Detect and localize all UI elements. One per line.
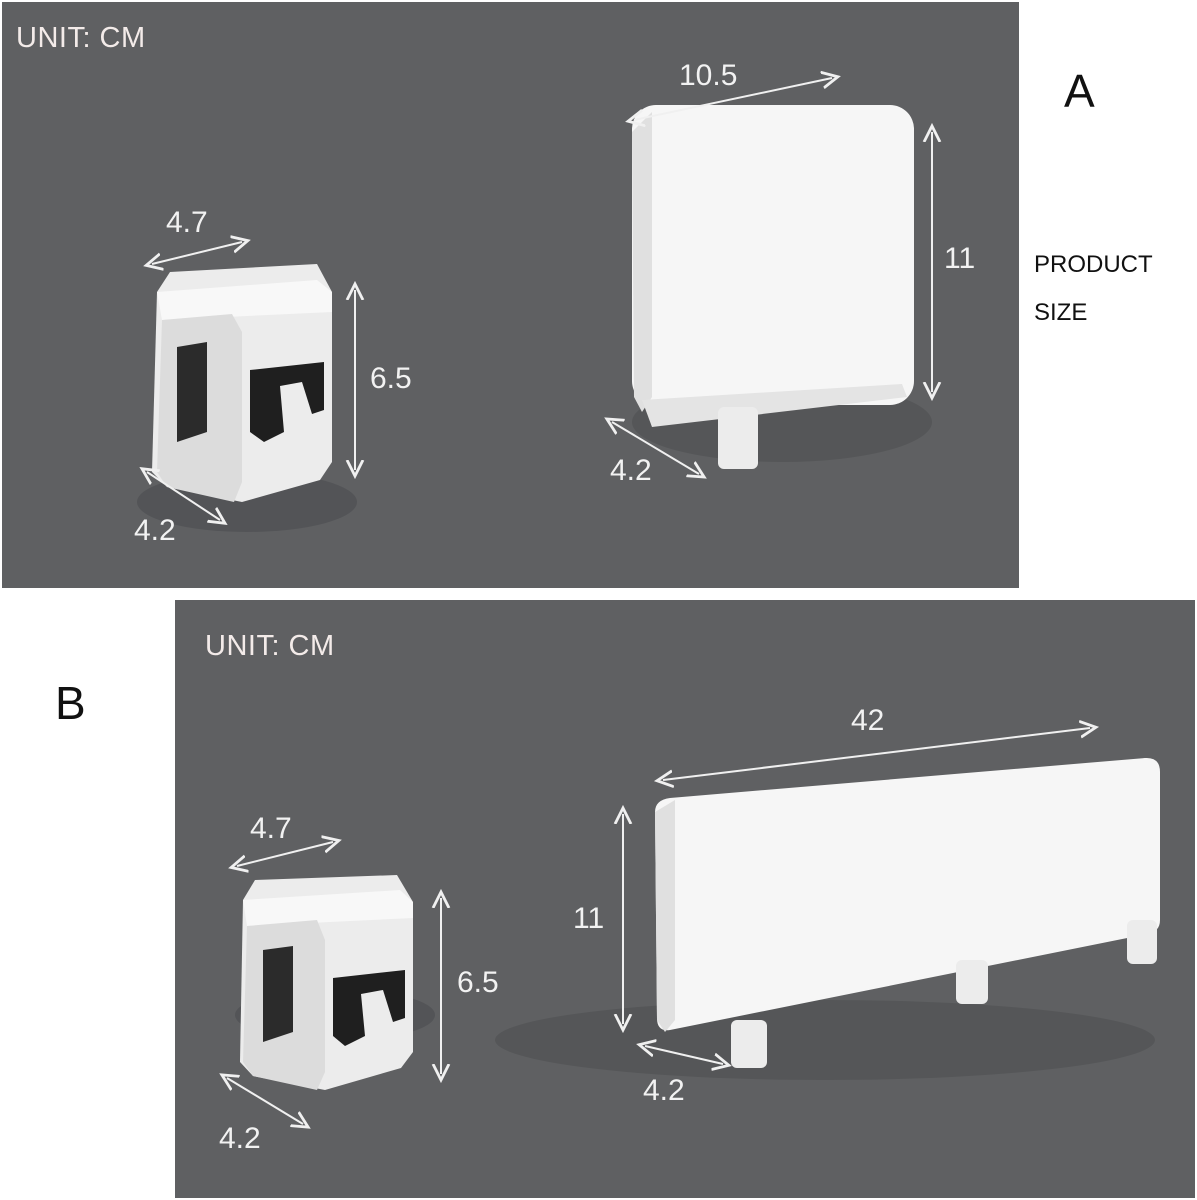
box-height-label: 11 — [573, 902, 605, 935]
box-depth-label: 4.2 — [643, 1074, 685, 1107]
knob-icon — [731, 1020, 767, 1068]
hook-u-icon — [250, 362, 324, 442]
hook-clip-icon — [177, 342, 207, 442]
panel-a: UNIT: CM 4.7 6.5 4.2 10.5 11 4.2 — [2, 2, 1019, 588]
panel-a-illustration — [137, 2, 1019, 532]
hook-height-label: 6.5 — [457, 966, 499, 999]
retractable-box-b — [655, 757, 1160, 1068]
product-label: PRODUCT — [1034, 251, 1153, 278]
knob-icon — [718, 407, 758, 469]
option-b-letter: B — [55, 677, 86, 729]
hook-u-icon — [333, 970, 405, 1046]
size-label: SIZE — [1034, 299, 1088, 326]
hook-clip-icon — [263, 946, 293, 1042]
hook-depth-label: 4.2 — [219, 1122, 261, 1155]
knob-icon — [956, 960, 988, 1004]
hook-height-label: 6.5 — [370, 362, 412, 395]
unit-label: UNIT: CM — [205, 630, 335, 662]
box-height-label: 11 — [944, 242, 976, 275]
box-width-label: 42 — [851, 704, 885, 737]
hook-depth-label: 4.2 — [134, 514, 176, 547]
panel-b: UNIT: CM 4.7 6.5 4.2 42 11 4.2 — [175, 600, 1195, 1198]
knob-icon — [1127, 920, 1157, 964]
retractable-box-a — [632, 105, 914, 469]
hook-holder-b — [240, 875, 413, 1090]
box-depth-label: 4.2 — [610, 454, 652, 487]
option-a-letter: A — [1064, 65, 1095, 117]
hook-holder-a — [152, 264, 332, 502]
box-width-label: 10.5 — [679, 59, 738, 92]
unit-label: UNIT: CM — [16, 22, 146, 54]
hook-width-label: 4.7 — [166, 206, 208, 239]
panel-b-illustration — [175, 600, 1160, 1198]
hook-width-label: 4.7 — [250, 812, 292, 845]
product-size-label: PRODUCT SIZE — [1034, 241, 1153, 337]
